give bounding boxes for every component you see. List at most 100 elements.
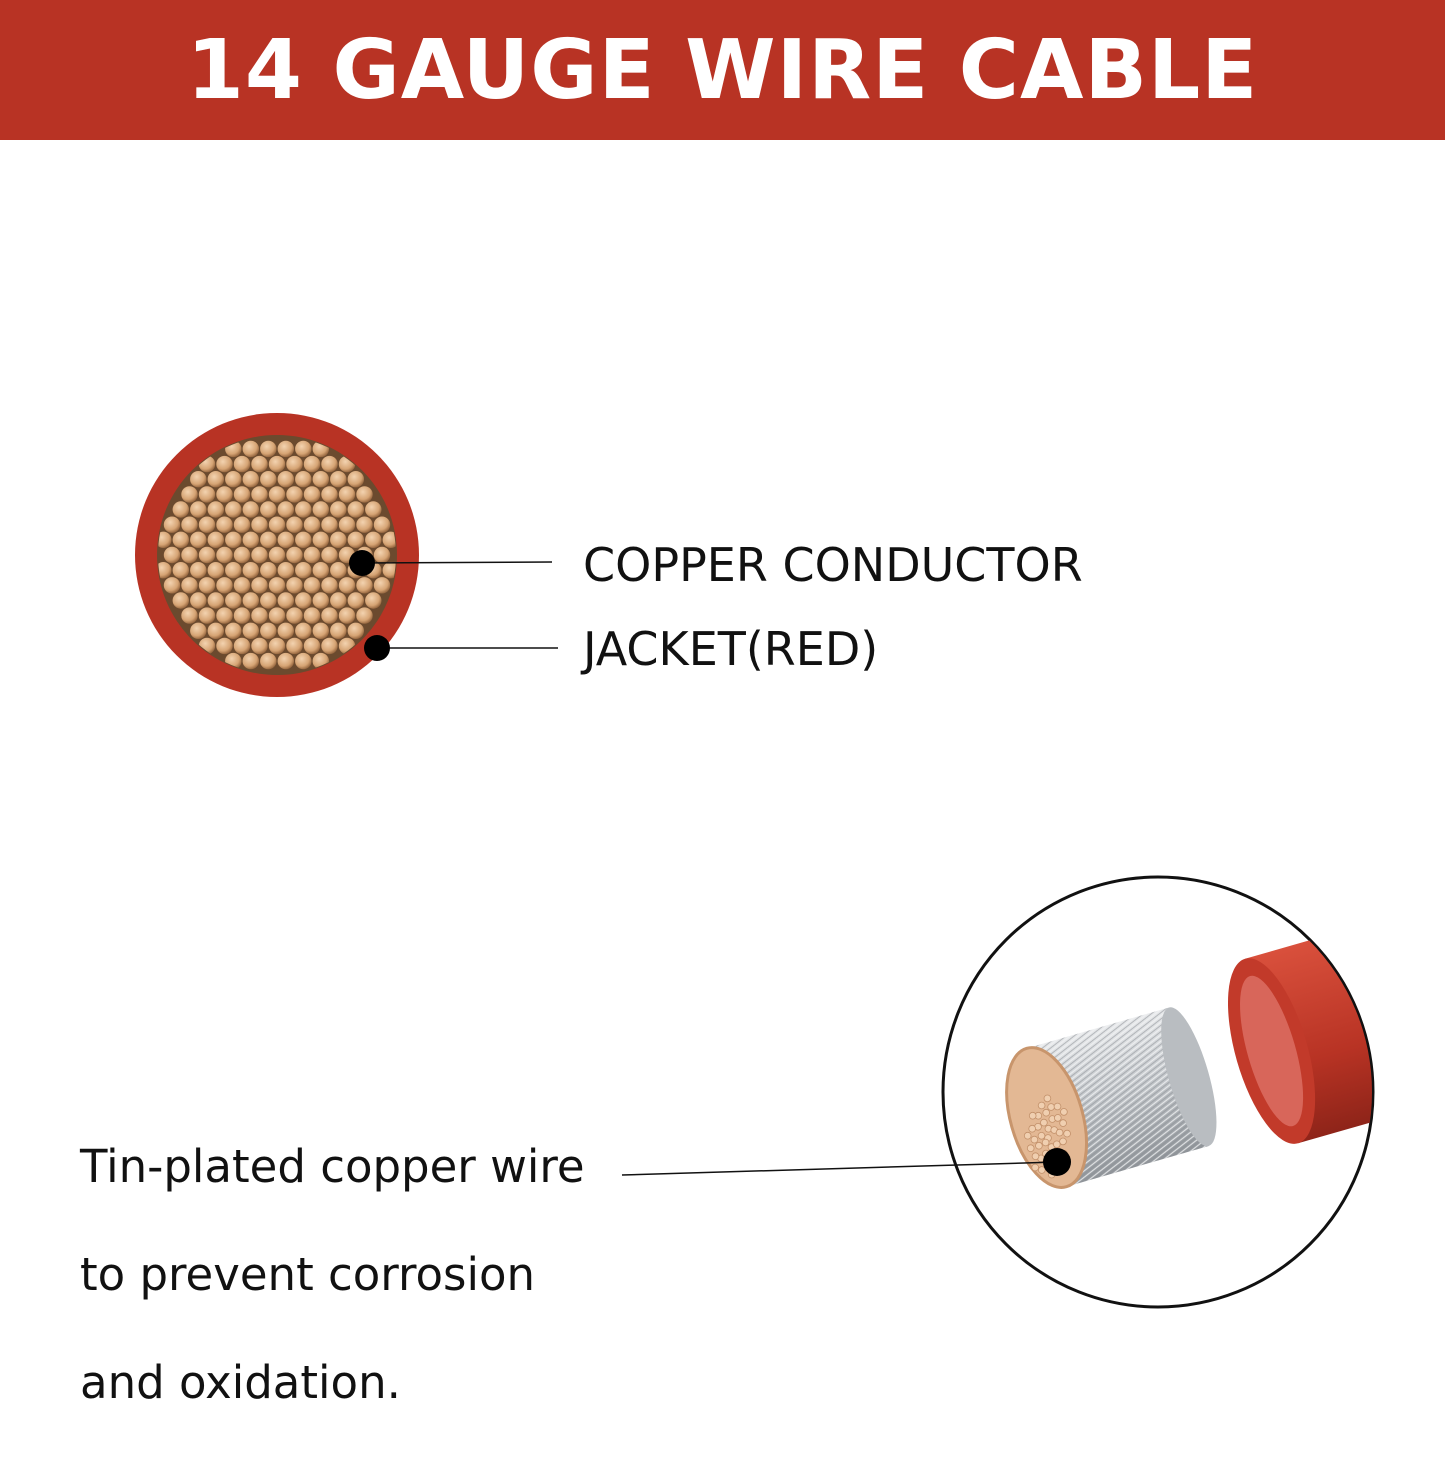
copper-strand	[347, 622, 364, 639]
copper-strand	[207, 471, 224, 488]
copper-strand	[242, 531, 259, 548]
copper-strand	[277, 501, 294, 518]
copper-strand	[356, 607, 373, 624]
copper-strand	[216, 455, 233, 473]
copper-strand	[225, 622, 242, 639]
copper-strand	[163, 546, 181, 564]
copper-strand	[225, 592, 242, 609]
copper-strand	[312, 622, 329, 639]
copper-strand	[233, 455, 251, 473]
copper-strand	[198, 486, 216, 503]
copper-strand	[172, 562, 189, 579]
copper-strand	[286, 516, 303, 533]
copper-strand	[312, 592, 329, 609]
copper-strand	[268, 455, 286, 473]
detail-pointer-dot	[1043, 1148, 1071, 1176]
end-strand	[1037, 1101, 1046, 1110]
end-strand	[1053, 1140, 1061, 1149]
note-line-1: Tin-plated copper wire	[80, 1140, 585, 1193]
copper-strand	[295, 440, 312, 458]
copper-strand	[295, 471, 312, 488]
end-strand	[1043, 1094, 1052, 1103]
copper-strand	[190, 562, 207, 579]
copper-strand	[303, 455, 321, 473]
copper-strand	[312, 531, 329, 548]
copper-strand	[198, 516, 216, 533]
copper-strand	[347, 471, 364, 488]
copper-strand	[295, 531, 312, 548]
copper-strand	[277, 531, 294, 548]
copper-strand	[233, 546, 251, 564]
copper-strand	[260, 652, 277, 670]
copper-strand	[365, 531, 382, 548]
copper-strand	[216, 607, 233, 624]
end-strand	[1031, 1152, 1040, 1160]
copper-strand	[242, 440, 259, 458]
copper-strand	[330, 531, 347, 548]
copper-strand	[373, 577, 391, 594]
copper-strand	[190, 592, 207, 609]
copper-strand	[338, 516, 356, 533]
copper-strand	[303, 486, 321, 503]
end-strand	[1028, 1111, 1037, 1120]
copper-strand	[190, 622, 207, 639]
copper-strand	[242, 501, 259, 518]
copper-strand	[277, 622, 294, 639]
copper-strand	[207, 592, 224, 609]
copper-strand	[260, 562, 277, 579]
copper-strand	[286, 486, 303, 503]
copper-strand	[251, 637, 268, 655]
copper-strand	[181, 577, 198, 594]
copper-strand	[303, 607, 321, 624]
copper-strand	[242, 471, 259, 488]
copper-strand	[225, 531, 242, 548]
copper-strand	[286, 455, 303, 473]
copper-strand	[233, 607, 251, 624]
copper-strand	[286, 607, 303, 624]
copper-strand	[233, 577, 251, 594]
copper-strand	[321, 607, 338, 624]
copper-strands	[158, 440, 396, 670]
copper-strand	[321, 486, 338, 503]
copper-strand	[347, 531, 364, 548]
copper-strand	[303, 637, 321, 655]
end-strand	[1028, 1124, 1036, 1133]
copper-strand	[216, 637, 233, 655]
copper-strand	[225, 562, 242, 579]
copper-strand	[365, 501, 382, 518]
copper-strand	[233, 516, 251, 533]
copper-strand	[268, 577, 286, 594]
copper-strand	[268, 637, 286, 655]
note-line-2: to prevent corrosion	[80, 1248, 536, 1301]
end-strand	[1059, 1119, 1067, 1127]
conductor-label: COPPER CONDUCTOR	[583, 538, 1083, 592]
copper-strand	[330, 622, 347, 639]
copper-strand	[295, 622, 312, 639]
copper-strand	[216, 516, 233, 533]
copper-strand	[251, 577, 268, 594]
copper-strand	[365, 592, 382, 609]
end-strand	[1030, 1135, 1039, 1144]
copper-strand	[198, 577, 216, 594]
copper-strand	[172, 501, 189, 518]
copper-strand	[303, 516, 321, 533]
copper-strand	[312, 562, 329, 579]
copper-strand	[207, 501, 224, 518]
copper-strand	[347, 592, 364, 609]
copper-strand	[251, 607, 268, 624]
copper-strand	[207, 531, 224, 548]
end-strand	[1035, 1141, 1043, 1150]
copper-strand	[268, 486, 286, 503]
copper-strand	[321, 455, 338, 473]
copper-strand	[260, 531, 277, 548]
jacket-pointer-dot	[364, 635, 390, 661]
copper-strand	[373, 516, 391, 533]
detail-leader-line	[621, 1161, 1058, 1176]
tin-plated-note: Tin-plated copper wire to prevent corros…	[80, 1086, 585, 1464]
copper-strand	[303, 577, 321, 594]
end-strand	[1042, 1108, 1050, 1117]
copper-strand	[312, 501, 329, 518]
copper-strand	[251, 455, 268, 473]
copper-strand	[163, 577, 181, 594]
copper-strand	[242, 592, 259, 609]
